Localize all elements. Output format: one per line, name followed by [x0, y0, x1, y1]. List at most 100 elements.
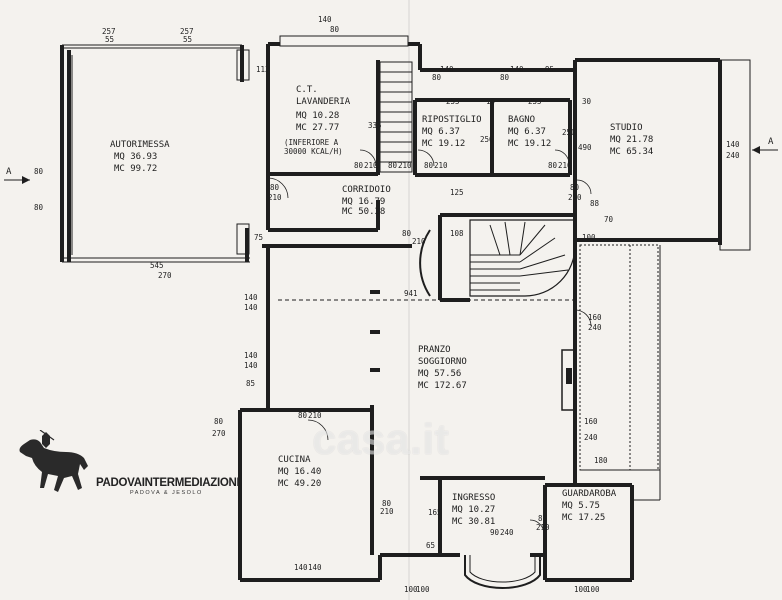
dim-label: 80 — [298, 411, 308, 420]
dim-label: 80 — [214, 417, 224, 426]
dim-label: 255 — [528, 97, 542, 106]
dim-label: 250 — [480, 135, 494, 144]
laundry-mq: MQ 10.28 — [296, 111, 339, 121]
dim-label: 160 — [584, 417, 598, 426]
dim-label: 30 — [582, 97, 592, 106]
dim-label: 140 — [244, 351, 258, 360]
dim-label: 210 — [268, 193, 282, 202]
dim-label: 210 — [380, 507, 394, 516]
kitchen-mq: MQ 16.40 — [278, 467, 321, 477]
dim-label: 80 — [538, 514, 548, 523]
storage-mq: MQ 6.37 — [422, 127, 460, 137]
kitchen-label: CUCINA — [278, 455, 311, 465]
garage-mq: MQ 36.93 — [114, 152, 157, 162]
dim-label: 240 — [500, 528, 514, 537]
dim-label: 80 — [270, 183, 280, 192]
dim-label: 70 — [604, 215, 614, 224]
dim-label: 88 — [590, 199, 600, 208]
dim-label: 160 — [588, 313, 602, 322]
dim-label: 80 — [500, 73, 510, 82]
dim-label: 490 — [578, 143, 592, 152]
house-walls — [238, 35, 722, 582]
wardrobe-mc: MC 17.25 — [562, 513, 605, 523]
dim-label: 100 — [582, 233, 596, 242]
living-mq: MQ 57.56 — [418, 369, 461, 379]
dim-label: 80 — [382, 499, 392, 508]
entrance-bay — [464, 555, 541, 589]
corridor-mq: MQ 16.79 — [342, 197, 385, 207]
dim-label: 55 — [183, 35, 192, 44]
dim-label: 210 — [568, 193, 582, 202]
dim-label: 335 — [368, 121, 382, 130]
terrace — [579, 59, 751, 501]
storage-label: RIPOSTIGLIO — [422, 115, 482, 125]
dim-label: 240 — [588, 323, 602, 332]
dim-label: 210 — [412, 237, 426, 246]
dim-label: 90 — [490, 528, 500, 537]
dim-label: 941 — [404, 289, 418, 298]
page-fold — [408, 0, 410, 600]
dim-label: 80 — [388, 161, 398, 170]
dim-label: 250 — [562, 128, 576, 137]
dim-label: 140 — [318, 15, 332, 24]
dim-label: 80 — [34, 203, 44, 212]
garage-label: AUTORIMESSA — [110, 140, 170, 150]
dim-label: 257 — [102, 27, 116, 36]
laundry-note-2: 30000 KCAL/H) — [284, 147, 343, 156]
study-mc: MC 65.34 — [610, 147, 653, 157]
dim-label: 100 — [574, 585, 588, 594]
horse-rider-icon — [19, 429, 88, 492]
dim-label: 113 — [256, 65, 270, 74]
dim-label: 85 — [246, 379, 255, 388]
laundry-note-1: (INFERIORE A — [284, 138, 339, 147]
laundry-label-2: LAVANDERIA — [296, 97, 351, 107]
dim-label: 80 — [330, 25, 340, 34]
wardrobe-mq: MQ 5.75 — [562, 501, 600, 511]
living-label-2: SOGGIORNO — [418, 357, 467, 367]
storage-mc: MC 19.12 — [422, 139, 465, 149]
dim-label: 80 — [354, 161, 364, 170]
dim-label: 10 — [486, 97, 496, 106]
living-mc: MC 172.67 — [418, 381, 467, 391]
brand-subtitle: PADOVA & JESOLO — [130, 490, 203, 496]
entrance-mc: MC 30.81 — [452, 517, 495, 527]
dim-label: 257 — [180, 27, 194, 36]
dim-label: 140 — [294, 563, 308, 572]
section-marker-left — [4, 176, 30, 184]
dim-label: 545 — [150, 261, 164, 270]
dim-label: 210 — [434, 161, 448, 170]
dim-label: 75 — [254, 233, 263, 242]
dim-label: 140 — [726, 140, 740, 149]
dim-label: 80 — [402, 229, 412, 238]
dim-label: 100 — [416, 585, 430, 594]
corridor-label: CORRIDOIO — [342, 185, 391, 195]
stairs-upper — [379, 61, 413, 173]
dim-label: 140 — [308, 563, 322, 572]
bathroom-label: BAGNO — [508, 115, 535, 125]
dim-label: 125 — [450, 188, 464, 197]
living-label-1: PRANZO — [418, 345, 451, 355]
dim-label: 80 — [548, 161, 558, 170]
garage-walls — [60, 44, 250, 263]
door-swings — [267, 149, 592, 535]
dim-label: 210 — [558, 161, 572, 170]
section-letter-left: A — [6, 167, 12, 177]
section-marker-right — [752, 146, 778, 154]
kitchen-mc: MC 49.20 — [278, 479, 321, 489]
bathroom-mq: MQ 6.37 — [508, 127, 546, 137]
dim-label: 140 — [244, 303, 258, 312]
dim-label: 140 — [244, 361, 258, 370]
living-markers — [278, 290, 578, 411]
brand-logo: PADOVAINTERMEDIAZIONI PADOVA & JESOLO — [14, 429, 240, 500]
dim-label: 210 — [364, 161, 378, 170]
dim-label: 80 — [432, 73, 442, 82]
dim-label: 80 — [570, 183, 580, 192]
dim-label: 270 — [158, 271, 172, 280]
stairs-spiral — [419, 219, 576, 297]
section-letter-right: A — [768, 137, 774, 147]
dim-label: 140 — [510, 65, 524, 74]
dim-label: 80 — [424, 161, 434, 170]
dim-label: 80 — [34, 167, 44, 176]
dim-label: 55 — [105, 35, 114, 44]
dim-label: 270 — [212, 429, 226, 438]
